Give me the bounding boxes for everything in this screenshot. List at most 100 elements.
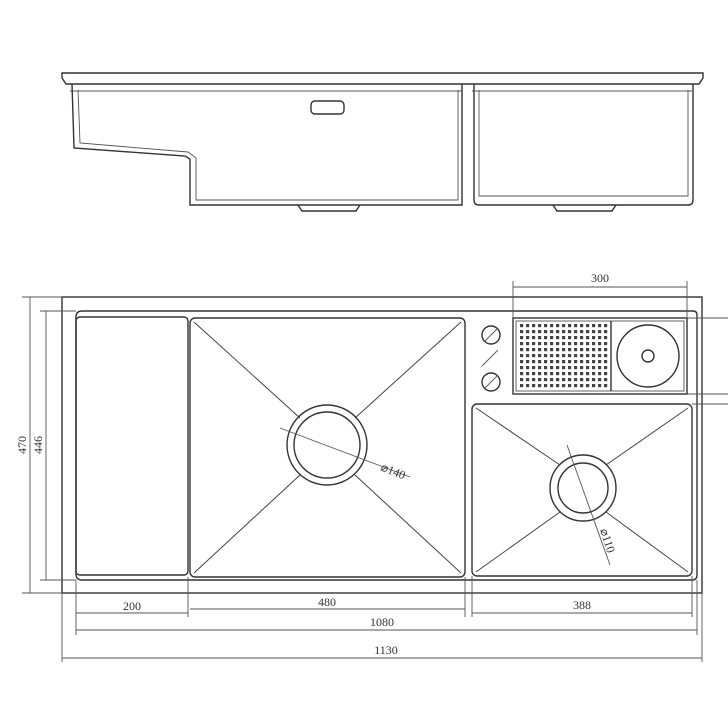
tray-hole bbox=[544, 330, 548, 334]
tray-hole bbox=[562, 354, 566, 358]
tray-hole bbox=[568, 360, 572, 364]
tray-hole bbox=[604, 378, 608, 382]
tray-hole bbox=[550, 378, 554, 382]
tray-hole bbox=[526, 360, 530, 364]
tray-hole bbox=[538, 378, 542, 382]
tray-hole bbox=[586, 342, 590, 346]
tray-hole bbox=[532, 366, 536, 370]
tray-hole bbox=[526, 342, 530, 346]
tray-hole bbox=[538, 348, 542, 352]
tray-hole bbox=[550, 348, 554, 352]
tray-hole bbox=[556, 336, 560, 340]
colander-tray bbox=[512, 317, 688, 395]
tray-hole bbox=[574, 330, 578, 334]
tray-hole bbox=[526, 354, 530, 358]
tray-hole bbox=[580, 354, 584, 358]
tray-hole bbox=[604, 342, 608, 346]
tray-hole bbox=[532, 348, 536, 352]
tray-hole bbox=[604, 372, 608, 376]
tray-hole bbox=[550, 324, 554, 328]
tray-hole bbox=[562, 336, 566, 340]
tray-hole bbox=[550, 372, 554, 376]
tray-hole bbox=[574, 324, 578, 328]
tray-hole bbox=[586, 366, 590, 370]
faucet-holes bbox=[481, 325, 501, 392]
tray-hole bbox=[526, 324, 530, 328]
tray-hole bbox=[538, 342, 542, 346]
tray-hole bbox=[520, 330, 524, 334]
tray-hole bbox=[574, 372, 578, 376]
tray-hole bbox=[598, 354, 602, 358]
tray-hole bbox=[580, 384, 584, 388]
tray-hole bbox=[586, 348, 590, 352]
tray-hole bbox=[592, 372, 596, 376]
tray-hole bbox=[544, 366, 548, 370]
tray-hole bbox=[568, 384, 572, 388]
main-drain-circle bbox=[286, 404, 368, 486]
tray-hole bbox=[520, 336, 524, 340]
tray-hole bbox=[598, 378, 602, 382]
tray-drain-circle bbox=[616, 324, 680, 388]
side-elevation-view bbox=[61, 72, 704, 212]
tray-hole bbox=[544, 378, 548, 382]
tray-hole bbox=[562, 342, 566, 346]
tray-hole bbox=[532, 336, 536, 340]
tray-hole bbox=[526, 372, 530, 376]
tray-hole bbox=[544, 342, 548, 346]
tray-hole bbox=[592, 336, 596, 340]
dim-overall-height: 470 bbox=[15, 436, 29, 454]
tray-hole bbox=[586, 330, 590, 334]
overflow-slot bbox=[310, 100, 345, 115]
tray-hole bbox=[562, 360, 566, 364]
tray-hole bbox=[604, 360, 608, 364]
tray-perforation bbox=[520, 324, 608, 388]
dim-inner-height: 446 bbox=[31, 436, 45, 454]
dim-small-bowl-width: 388 bbox=[573, 598, 591, 612]
tray-hole bbox=[526, 378, 530, 382]
tray-hole bbox=[586, 384, 590, 388]
tray-hole bbox=[568, 348, 572, 352]
tray-hole bbox=[520, 324, 524, 328]
tray-hole bbox=[520, 366, 524, 370]
tray-hole bbox=[544, 354, 548, 358]
tray-hole bbox=[568, 324, 572, 328]
tray-hole bbox=[550, 330, 554, 334]
tray-hole bbox=[574, 354, 578, 358]
tray-hole bbox=[580, 372, 584, 376]
tray-hole bbox=[592, 378, 596, 382]
tray-hole bbox=[586, 324, 590, 328]
tray-hole bbox=[544, 384, 548, 388]
tray-hole bbox=[574, 360, 578, 364]
dim-inner-width: 1080 bbox=[370, 615, 394, 629]
faucet-hole-lower bbox=[481, 372, 501, 392]
tray-hole bbox=[556, 366, 560, 370]
tray-hole bbox=[532, 354, 536, 358]
tray-hole bbox=[568, 336, 572, 340]
tray-hole bbox=[562, 366, 566, 370]
plan-view: ⌀140 ⌀110 bbox=[61, 296, 703, 594]
tray-hole bbox=[592, 360, 596, 364]
tray-hole bbox=[520, 378, 524, 382]
tray-hole bbox=[538, 372, 542, 376]
tray-hole bbox=[592, 366, 596, 370]
tray-hole bbox=[568, 330, 572, 334]
tray-hole bbox=[532, 360, 536, 364]
tray-hole bbox=[544, 324, 548, 328]
tray-hole bbox=[520, 354, 524, 358]
small-bowl: ⌀110 bbox=[471, 403, 693, 577]
main-bowl: ⌀140 bbox=[189, 317, 466, 578]
tray-hole bbox=[544, 348, 548, 352]
tray-hole bbox=[598, 330, 602, 334]
tray-hole bbox=[580, 378, 584, 382]
tray-hole bbox=[568, 342, 572, 346]
tray-hole bbox=[598, 360, 602, 364]
tray-hole bbox=[532, 384, 536, 388]
tray-hole bbox=[532, 372, 536, 376]
tray-hole bbox=[562, 348, 566, 352]
tray-hole bbox=[592, 342, 596, 346]
tray-hole bbox=[526, 330, 530, 334]
tray-hole bbox=[598, 342, 602, 346]
tray-hole bbox=[562, 372, 566, 376]
tray-hole bbox=[592, 384, 596, 388]
tray-hole bbox=[580, 342, 584, 346]
